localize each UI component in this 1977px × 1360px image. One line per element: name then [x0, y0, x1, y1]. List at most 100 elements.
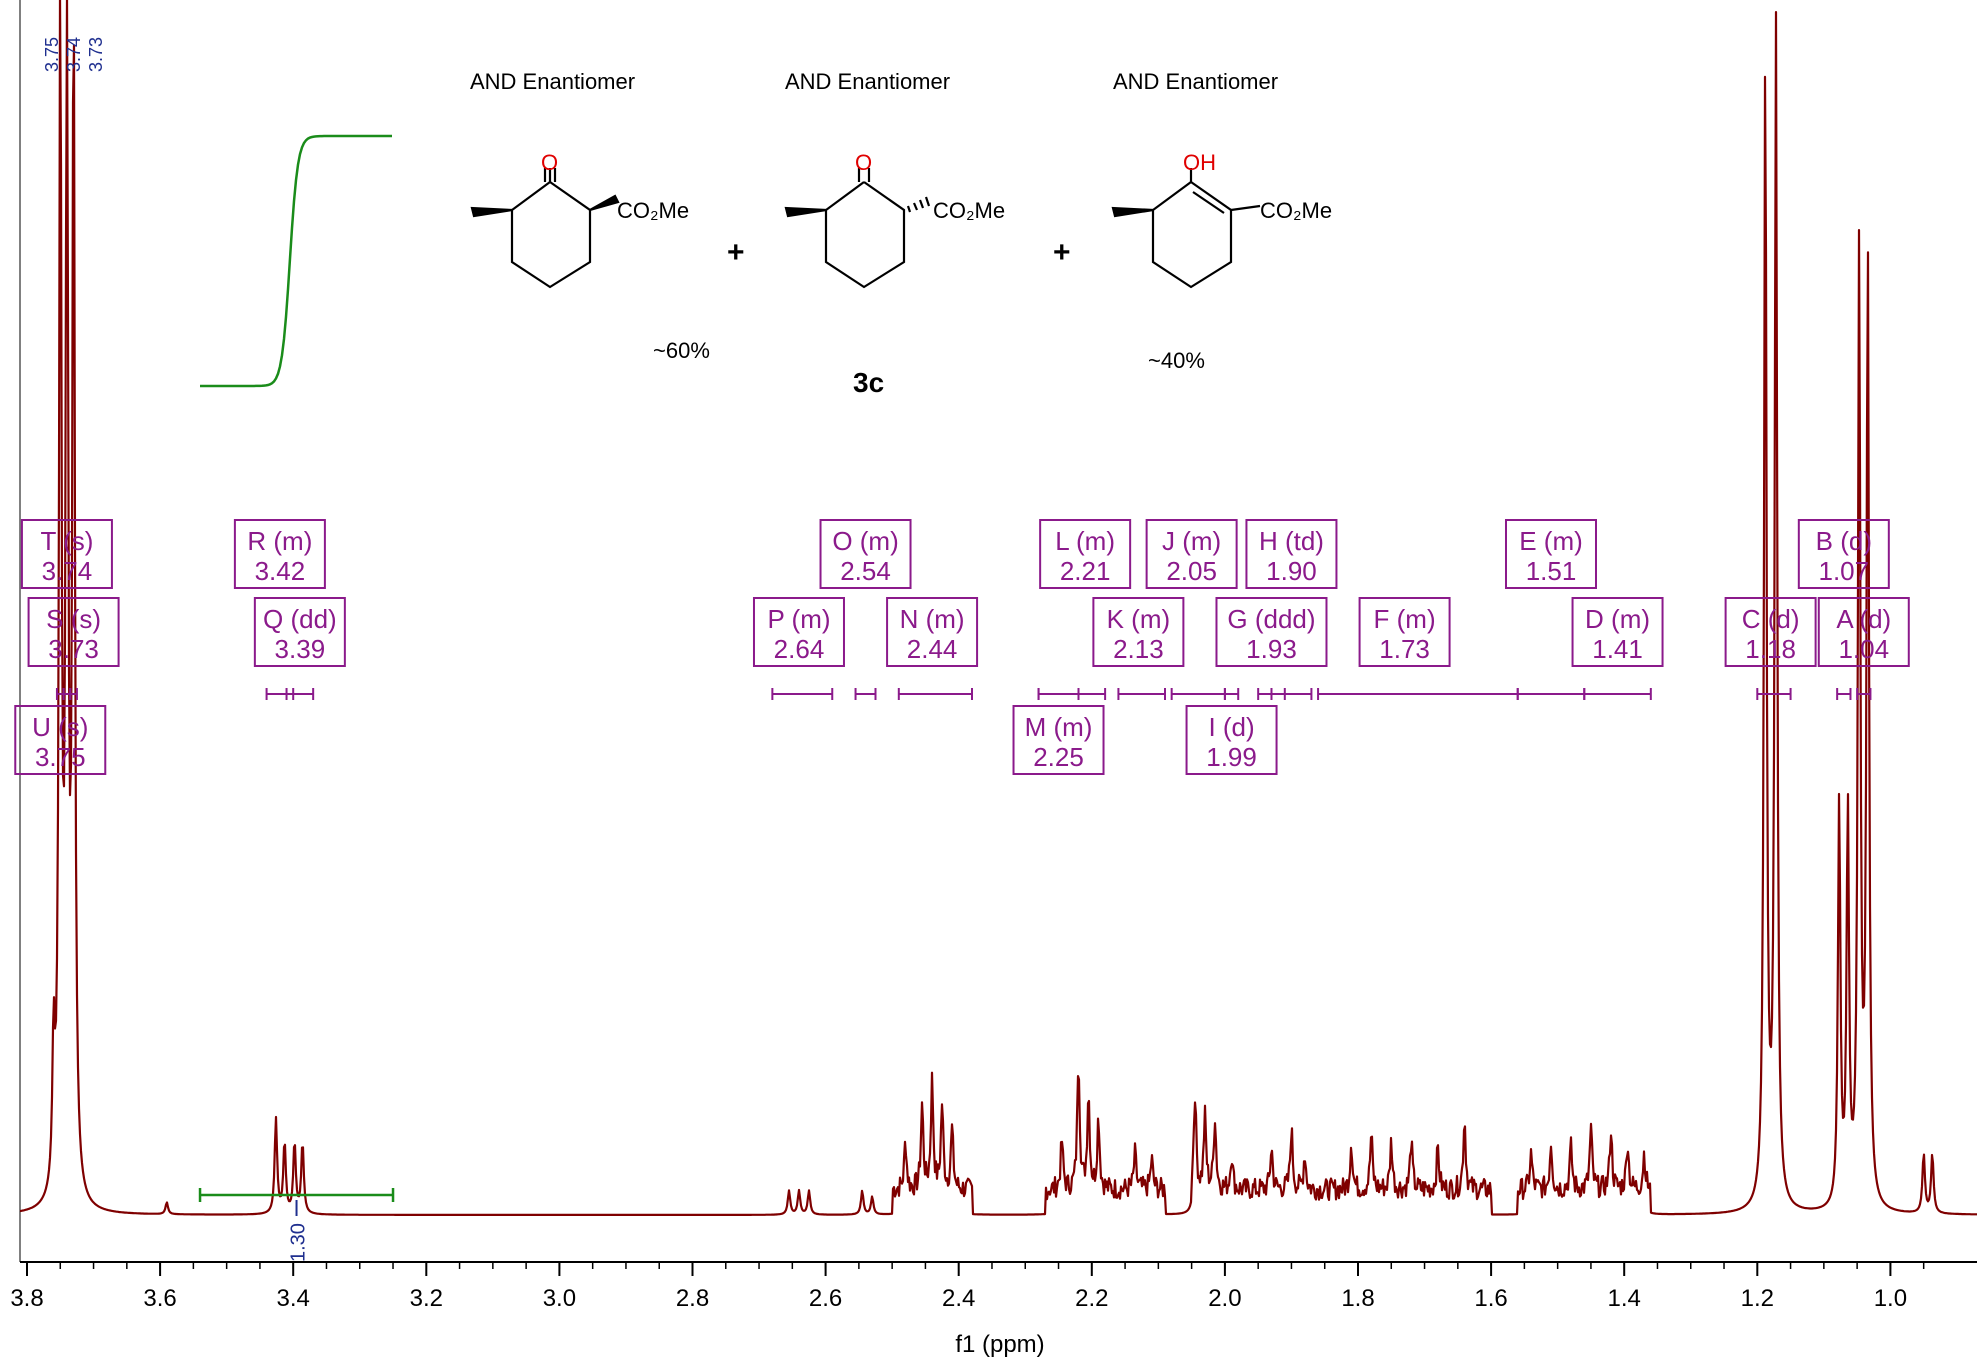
multiplet-name-I: I (d) — [1208, 712, 1254, 742]
multiplet-box-F — [1358, 597, 1451, 667]
multiplet-name-T: T (s) — [40, 526, 93, 556]
multiplet-name-P: P (m) — [767, 604, 830, 634]
plus-1: + — [727, 236, 745, 269]
multiplet-annotations: T (s)3.74 R (m)3.42 O (m)2.54 L (m)2.21 J (m… — [14, 519, 1910, 775]
multiplet-box-S — [27, 597, 120, 667]
x-tick-label-9: 2.0 — [1208, 1285, 1241, 1312]
multiplet-box-R — [233, 519, 326, 589]
x-tick-label-6: 2.6 — [809, 1285, 842, 1312]
x-tick-label-14: 1.0 — [1874, 1285, 1907, 1312]
integral-regions: 1.30 — [198, 1188, 395, 1262]
multiplet-box-D — [1571, 597, 1664, 667]
x-tick-label-0: 3.8 — [10, 1285, 43, 1312]
x-tick-label-7: 2.4 — [942, 1285, 975, 1312]
multiplet-shift-F: 1.73 — [1379, 634, 1430, 664]
plus-2: + — [1053, 236, 1071, 269]
multiplet-shift-B: 1.07 — [1819, 556, 1870, 586]
x-axis-label: f1 (ppm) — [955, 1331, 1044, 1358]
multiplet-shift-T: 3.74 — [42, 556, 93, 586]
multiplet-name-H: H (td) — [1259, 526, 1324, 556]
structure-cis-ketone — [470, 168, 620, 289]
multiplet-name-D: D (m) — [1585, 604, 1650, 634]
multiplet-shift-P: 2.64 — [774, 634, 825, 664]
multiplet-box-E — [1504, 519, 1597, 589]
x-tick-label-13: 1.2 — [1741, 1285, 1774, 1312]
multiplet-name-R: R (m) — [247, 526, 312, 556]
structure-enol — [1111, 168, 1261, 289]
multiplet-shift-S: 3.73 — [48, 634, 99, 664]
enol-oh: OH — [1183, 150, 1216, 175]
compound-label: 3c — [853, 367, 884, 398]
multiplet-box-G — [1215, 597, 1328, 667]
multiplet-box-O — [819, 519, 912, 589]
x-tick-label-5: 2.8 — [676, 1285, 709, 1312]
multiplet-box-M — [1012, 705, 1105, 775]
ketone-o-2: O — [855, 150, 872, 175]
structure-panel: AND Enantiomer AND Enantiomer AND Enanti… — [470, 69, 1332, 398]
multiplet-name-M: M (m) — [1025, 712, 1093, 742]
enantiomer-label-2: AND Enantiomer — [785, 69, 950, 94]
x-tick-label-3: 3.2 — [410, 1285, 443, 1312]
multiplet-box-C — [1724, 597, 1817, 667]
multiplet-shift-M: 2.25 — [1033, 742, 1084, 772]
multiplet-name-E: E (m) — [1519, 526, 1583, 556]
multiplet-name-O: O (m) — [832, 526, 898, 556]
multiplet-name-L: L (m) — [1055, 526, 1115, 556]
multiplet-name-A: A (d) — [1836, 604, 1891, 634]
x-tick-label-8: 2.2 — [1075, 1285, 1108, 1312]
pct-left: ~60% — [653, 338, 710, 363]
multiplet-box-P — [752, 597, 845, 667]
multiplet-box-A — [1817, 597, 1910, 667]
multiplet-name-K: K (m) — [1107, 604, 1171, 634]
x-tick-label-1: 3.6 — [143, 1285, 176, 1312]
multiplet-name-B: B (d) — [1816, 526, 1872, 556]
enantiomer-label-1: AND Enantiomer — [470, 69, 635, 94]
spectrum-trace — [19, 0, 1977, 1216]
multiplet-shift-L: 2.21 — [1060, 556, 1111, 586]
multiplet-name-U: U (s) — [32, 712, 88, 742]
ester-label-2: CO₂Me — [933, 198, 1005, 223]
multiplet-shift-J: 2.05 — [1166, 556, 1217, 586]
multiplet-shift-N: 2.44 — [907, 634, 958, 664]
x-tick-label-10: 1.8 — [1341, 1285, 1374, 1312]
multiplet-shift-A: 1.04 — [1838, 634, 1889, 664]
multiplet-shift-Q: 3.39 — [275, 634, 326, 664]
multiplet-shift-I: 1.99 — [1206, 742, 1257, 772]
multiplet-name-F: F (m) — [1374, 604, 1436, 634]
multiplet-shift-R: 3.42 — [255, 556, 306, 586]
multiplet-box-J — [1145, 519, 1238, 589]
peak-label-2: 3.73 — [86, 37, 106, 72]
multiplet-name-Q: Q (dd) — [263, 604, 337, 634]
x-tick-label-2: 3.4 — [277, 1285, 310, 1312]
x-tick-label-4: 3.0 — [543, 1285, 576, 1312]
x-tick-label-12: 1.4 — [1608, 1285, 1641, 1312]
multiplet-name-N: N (m) — [900, 604, 965, 634]
multiplet-shift-G: 1.93 — [1246, 634, 1297, 664]
multiplet-shift-C: 1.18 — [1745, 634, 1796, 664]
multiplet-box-T — [20, 519, 113, 589]
multiplet-box-Q — [253, 597, 346, 667]
multiplet-box-H — [1245, 519, 1338, 589]
multiplet-name-S: S (s) — [46, 604, 101, 634]
multiplet-shift-D: 1.41 — [1592, 634, 1643, 664]
pct-right: ~40% — [1148, 348, 1205, 373]
peak-label-0: 3.75 — [42, 37, 62, 72]
enantiomer-label-3: AND Enantiomer — [1113, 69, 1278, 94]
integral-value-0: 1.30 — [288, 1223, 310, 1262]
multiplet-shift-H: 1.90 — [1266, 556, 1317, 586]
multiplet-box-N — [886, 597, 979, 667]
integral-curve — [200, 134, 392, 388]
multiplet-box-L — [1039, 519, 1132, 589]
ester-label-1: CO₂Me — [617, 198, 689, 223]
multiplet-shift-E: 1.51 — [1526, 556, 1577, 586]
multiplet-name-J: J (m) — [1162, 526, 1221, 556]
multiplet-box-K — [1092, 597, 1185, 667]
multiplet-box-B — [1797, 519, 1890, 589]
multiplet-name-C: C (d) — [1742, 604, 1800, 634]
multiplet-shift-O: 2.54 — [840, 556, 891, 586]
peak-label-1: 3.74 — [64, 37, 84, 72]
ketone-o-1: O — [541, 150, 558, 175]
